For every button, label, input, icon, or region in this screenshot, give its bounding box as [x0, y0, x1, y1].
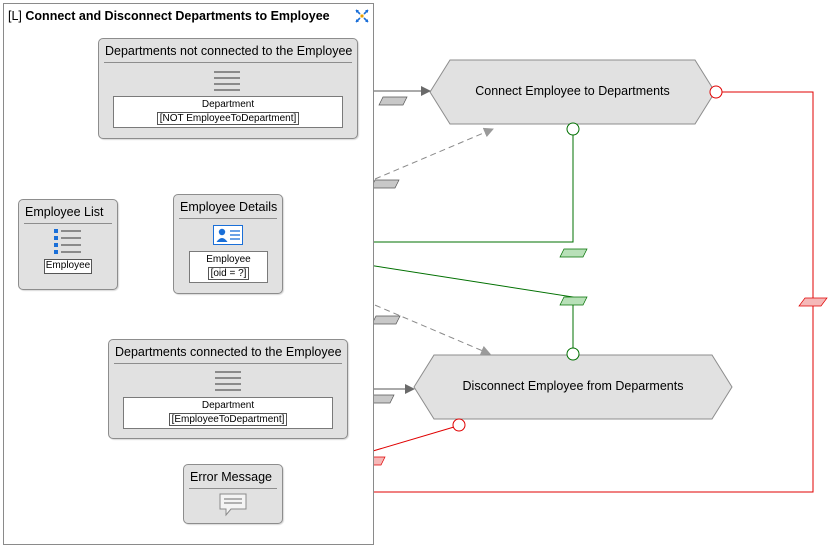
link-param-marker[interactable]: [371, 315, 401, 325]
entity-name: Employee: [206, 254, 251, 265]
link-param-marker-ko[interactable]: [798, 297, 828, 307]
selector-condition: [oid = ?]: [207, 267, 250, 280]
disconnect-operation-shape[interactable]: [413, 354, 733, 420]
ok-flow-connect-to-details[interactable]: [284, 135, 574, 248]
transport-details-to-disconnect[interactable]: [282, 265, 491, 356]
transport-details-to-connect[interactable]: [282, 127, 494, 219]
entity-box: Department [EmployeeToDepartment]: [123, 397, 333, 429]
entity-name: Department: [201, 400, 255, 411]
disconnect-operation-label[interactable]: Disconnect Employee from Deparments: [462, 379, 684, 393]
employee-list-unit[interactable]: Employee List Employee: [18, 199, 118, 290]
unit-title: Departments not connected to the Employe…: [105, 44, 353, 58]
unit-divider: [179, 218, 277, 219]
ok-port[interactable]: [566, 122, 580, 136]
unit-divider: [114, 363, 342, 364]
multi-choice-list-icon: [215, 371, 241, 391]
entity-name: Employee: [45, 260, 91, 271]
error-message-unit[interactable]: Error Message: [183, 464, 283, 524]
id-card-icon: [213, 225, 243, 245]
unit-title: Departments connected to the Employee: [115, 345, 342, 359]
page-title-text: Connect and Disconnect Departments to Em…: [25, 9, 330, 23]
unit-divider: [104, 62, 352, 63]
selector-condition: [EmployeeToDepartment]: [168, 413, 288, 426]
message-bubble-icon: [219, 493, 247, 517]
ko-port[interactable]: [452, 418, 466, 432]
departments-connected-unit[interactable]: Departments connected to the Employee De…: [108, 339, 348, 439]
layout-expand-icon[interactable]: [354, 8, 370, 24]
connect-operation-label[interactable]: Connect Employee to Departments: [475, 84, 670, 98]
selector-condition: [NOT EmployeeToDepartment]: [156, 112, 300, 125]
entity-box: Employee: [44, 259, 92, 274]
employee-details-unit[interactable]: Employee Details Employee [oid = ?]: [173, 194, 283, 294]
page-title: [L] Connect and Disconnect Departments t…: [8, 9, 330, 23]
link-param-marker[interactable]: [378, 96, 408, 106]
unit-title: Employee Details: [180, 200, 278, 214]
departments-not-connected-unit[interactable]: Departments not connected to the Employe…: [98, 38, 358, 139]
unit-divider: [24, 223, 112, 224]
link-param-marker[interactable]: [370, 179, 400, 189]
unit-divider: [189, 488, 277, 489]
ko-flow-connect-to-error[interactable]: [284, 91, 814, 498]
page-prefix: [L]: [8, 9, 22, 23]
ko-port[interactable]: [709, 85, 723, 99]
unit-title: Employee List: [25, 205, 104, 219]
link-param-marker-ok[interactable]: [559, 248, 588, 258]
entity-box: Employee [oid = ?]: [189, 251, 268, 283]
multi-choice-list-icon: [214, 71, 240, 91]
index-list-icon: [54, 229, 81, 254]
ok-port[interactable]: [566, 347, 580, 361]
entity-box: Department [NOT EmployeeToDepartment]: [113, 96, 343, 128]
unit-title: Error Message: [190, 470, 272, 484]
link-param-marker-ok[interactable]: [559, 296, 588, 306]
entity-name: Department: [201, 99, 255, 110]
